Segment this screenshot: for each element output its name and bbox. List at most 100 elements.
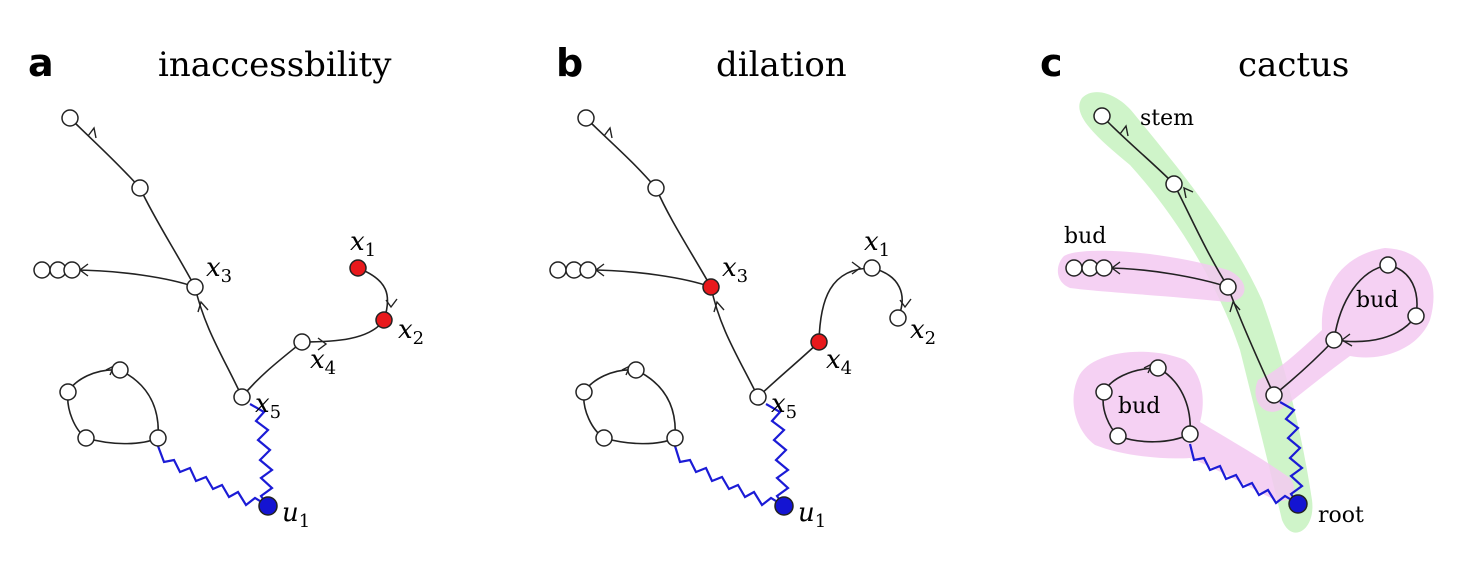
label-root: root — [1318, 503, 1364, 528]
node — [149, 429, 167, 447]
edge — [710, 286, 759, 398]
wavy-edge — [249, 403, 274, 507]
edge — [139, 187, 196, 288]
wavy-edge — [1188, 443, 1299, 505]
node-x3 — [186, 278, 204, 296]
node — [575, 383, 593, 401]
node — [59, 383, 77, 401]
panel-a: a inaccessbility — [28, 41, 424, 532]
arrowhead — [87, 126, 97, 139]
edge — [241, 341, 303, 398]
edge — [69, 117, 141, 189]
wavy-edge — [765, 403, 790, 507]
node-x1 — [349, 259, 367, 277]
panel-title-b: dilation — [716, 45, 847, 85]
edge — [655, 187, 712, 288]
node — [77, 429, 95, 447]
edge — [301, 319, 385, 343]
node-x3 — [702, 278, 720, 296]
stem-region — [1079, 92, 1313, 533]
wavy-edge — [673, 445, 785, 507]
edge — [585, 117, 657, 189]
node — [111, 361, 129, 379]
panel-letter-a: a — [28, 41, 54, 85]
label-x1: x1 — [864, 227, 890, 261]
edge — [1101, 115, 1175, 185]
label-u1: u1 — [798, 498, 826, 532]
node — [1065, 259, 1083, 277]
panel-title-a: inaccessbility — [158, 45, 392, 85]
edge — [1103, 267, 1229, 288]
bud-bottom-region — [1073, 351, 1295, 501]
arrowhead — [1183, 186, 1194, 199]
node-root — [1288, 494, 1308, 514]
node-x4 — [293, 333, 311, 351]
arrowhead — [385, 298, 398, 309]
node-x5 — [233, 388, 251, 406]
node — [1407, 307, 1425, 325]
edge — [194, 286, 243, 398]
panel-c: c cactus — [1040, 41, 1434, 533]
arrowhead — [713, 300, 725, 313]
node — [63, 261, 81, 279]
node-x2 — [889, 309, 907, 327]
label-x2: x2 — [398, 315, 424, 349]
label-x4: x4 — [826, 345, 852, 379]
edge — [1173, 183, 1229, 288]
bud-right-region — [1255, 248, 1434, 412]
node — [61, 109, 79, 127]
node — [131, 179, 149, 197]
arrowhead — [1229, 300, 1241, 313]
label-x2: x2 — [910, 315, 936, 349]
node — [1093, 107, 1111, 125]
node-u1 — [774, 496, 794, 516]
edge — [757, 341, 820, 398]
label-x5: x5 — [771, 389, 797, 423]
wavy-edge — [1279, 401, 1304, 505]
node — [1379, 256, 1397, 274]
label-x5: x5 — [255, 389, 281, 423]
node — [1265, 386, 1283, 404]
label-x4: x4 — [310, 345, 336, 379]
edge — [71, 269, 196, 288]
arrowhead — [851, 261, 862, 275]
node-x2 — [375, 311, 393, 329]
wavy-edge — [156, 445, 269, 507]
panel-letter-c: c — [1040, 41, 1063, 85]
label-stem: stem — [1140, 106, 1194, 131]
node — [595, 429, 613, 447]
arrowhead — [1119, 124, 1129, 137]
label-u1: u1 — [282, 498, 310, 532]
node-x1 — [863, 259, 881, 277]
node — [666, 429, 684, 447]
node — [549, 261, 567, 279]
node — [1109, 427, 1127, 445]
edge — [1333, 264, 1418, 343]
node — [1165, 175, 1183, 193]
node — [1219, 278, 1237, 296]
node-u1 — [258, 496, 278, 516]
label-bud-bottom: bud — [1118, 394, 1160, 419]
node-x5 — [749, 388, 767, 406]
label-x1: x1 — [350, 227, 376, 261]
label-x3: x3 — [722, 253, 748, 287]
arrowhead — [197, 300, 209, 313]
panel-b: b dilation x1 x2 x3 x — [549, 41, 936, 532]
node — [579, 261, 597, 279]
panel-title-c: cactus — [1238, 45, 1349, 85]
node — [1181, 425, 1199, 443]
label-bud-left: bud — [1064, 224, 1106, 249]
label-x3: x3 — [206, 253, 232, 287]
arrowhead — [603, 126, 613, 139]
node — [1149, 359, 1167, 377]
node — [1095, 259, 1113, 277]
edge — [1227, 286, 1275, 396]
node — [577, 109, 595, 127]
node — [1095, 383, 1113, 401]
label-bud-right: bud — [1356, 288, 1398, 313]
node — [33, 261, 51, 279]
node — [1325, 331, 1343, 349]
node-x4 — [810, 333, 828, 351]
node — [627, 361, 645, 379]
